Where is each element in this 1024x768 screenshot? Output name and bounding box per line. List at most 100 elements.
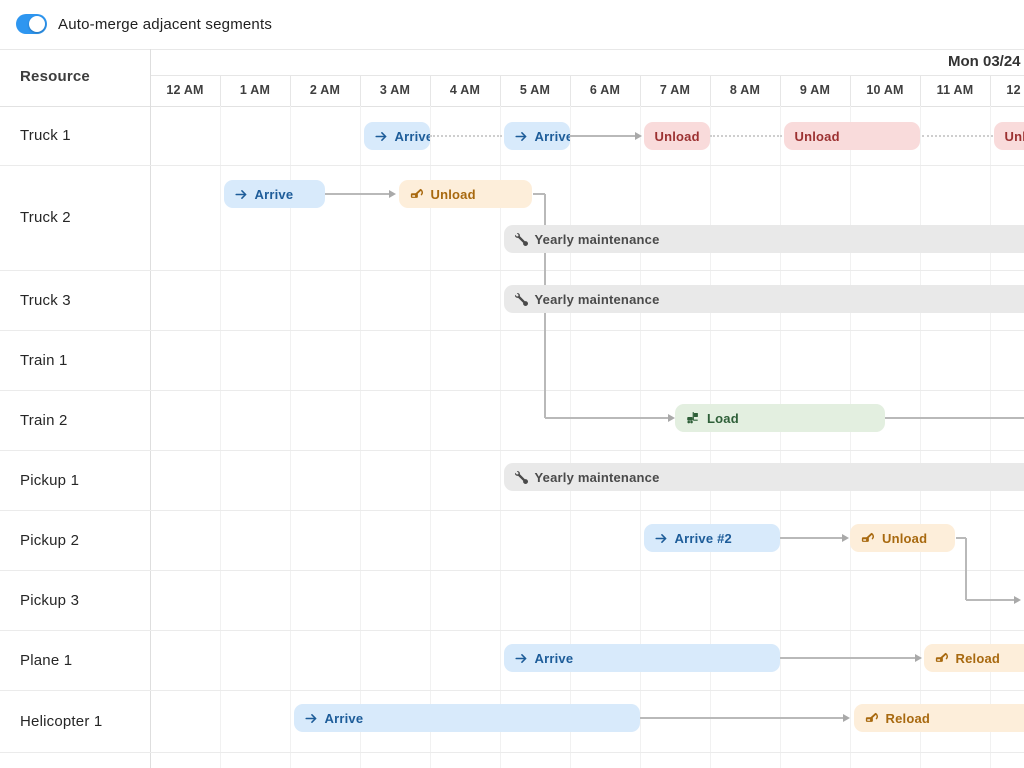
dependency-line	[965, 538, 967, 600]
event-bar-truck1-unload-seg2[interactable]: Unload	[783, 122, 920, 150]
hour-label: 2 AM	[309, 83, 341, 97]
dependency-line	[430, 135, 502, 137]
event-bar-plane1-reload[interactable]: Reload	[923, 644, 1024, 672]
hour-grid-line	[500, 106, 501, 768]
event-label: Arrive	[394, 128, 431, 144]
toolbar: Auto-merge adjacent segments	[0, 0, 1024, 48]
dependency-line	[533, 193, 545, 195]
wrench-icon	[514, 292, 528, 306]
wrench-icon	[514, 470, 528, 484]
hour-header-divider	[780, 75, 781, 106]
row-divider	[0, 165, 1024, 166]
event-bar-train2-load[interactable]: Load	[675, 404, 885, 432]
crane-icon	[935, 651, 949, 665]
resource-label: Train 2	[20, 411, 68, 429]
hour-header-divider	[220, 75, 221, 106]
event-label: Reload	[955, 650, 1001, 666]
hour-header-divider	[290, 75, 291, 106]
event-label: Arrive #2	[674, 530, 732, 546]
wrench-icon	[514, 232, 528, 246]
event-bar-helicopter1-arrive[interactable]: Arrive	[293, 704, 640, 732]
hour-label: 12 PM	[1006, 83, 1024, 97]
hour-header-divider	[990, 75, 991, 106]
event-bar-truck2-arrive[interactable]: Arrive	[223, 180, 325, 208]
event-bar-truck1-unload-seg1[interactable]: Unload	[643, 122, 710, 150]
grid-top-border	[0, 49, 1024, 50]
hour-header-divider	[430, 75, 431, 106]
forklift-icon	[686, 411, 700, 425]
crane-icon	[410, 187, 424, 201]
crane-icon	[865, 711, 879, 725]
dependency-line	[778, 657, 915, 659]
event-bar-truck3-maintenance[interactable]: Yearly maintenance	[503, 285, 1024, 313]
hour-header-divider	[570, 75, 571, 106]
event-bar-pickup1-maintenance[interactable]: Yearly maintenance	[503, 463, 1024, 491]
resource-label: Truck 1	[20, 127, 71, 144]
auto-merge-toggle-label: Auto-merge adjacent segments	[58, 15, 273, 33]
dependency-line	[922, 135, 993, 137]
arrow-right-icon	[514, 130, 528, 143]
hour-label: 7 AM	[659, 83, 691, 97]
dependency-arrow	[1014, 595, 1021, 604]
resource-label: Helicopter 1	[20, 712, 103, 730]
hour-label: 6 AM	[589, 83, 621, 97]
resource-column-divider	[150, 49, 151, 768]
hour-label: 4 AM	[449, 83, 481, 97]
hour-label: 11 AM	[936, 83, 974, 97]
event-bar-helicopter1-reload[interactable]: Reload	[853, 704, 1024, 732]
dependency-arrow	[668, 413, 675, 422]
date-header-divider	[150, 75, 1024, 76]
date-header: Mon 03/24	[948, 53, 1021, 70]
resource-label: Train 1	[20, 351, 68, 369]
hour-grid-line	[640, 106, 641, 768]
event-bar-truck1-unload-seg3[interactable]: Unload	[993, 122, 1024, 150]
event-label: Unload	[882, 530, 928, 546]
auto-merge-toggle[interactable]	[16, 14, 47, 34]
arrow-right-icon	[304, 712, 318, 725]
hour-grid-line	[920, 106, 921, 768]
hour-grid-line	[430, 106, 431, 768]
row-divider	[0, 270, 1024, 271]
dependency-line	[956, 537, 966, 539]
dependency-arrow	[915, 653, 922, 662]
event-label: Arrive	[324, 710, 364, 726]
event-bar-pickup2-arrive-2[interactable]: Arrive #2	[643, 524, 780, 552]
hour-header-divider	[920, 75, 921, 106]
hour-label: 1 AM	[239, 83, 271, 97]
hour-header-divider	[850, 75, 851, 106]
hour-label: 3 AM	[379, 83, 411, 97]
header-bottom-border	[0, 106, 1024, 107]
arrow-right-icon	[654, 532, 668, 545]
event-label: Arrive	[254, 186, 294, 202]
hour-label: 9 AM	[799, 83, 831, 97]
event-bar-truck1-arrive-seg2[interactable]: Arrive	[503, 122, 570, 150]
hour-grid-line	[360, 106, 361, 768]
hour-label: 10 AM	[866, 83, 904, 97]
hour-label: 5 AM	[519, 83, 551, 97]
row-divider	[0, 450, 1024, 451]
event-bar-plane1-arrive[interactable]: Arrive	[503, 644, 780, 672]
resource-label: Plane 1	[20, 651, 73, 669]
dependency-line	[545, 417, 668, 419]
event-label: Unload	[1004, 128, 1024, 144]
event-label: Yearly maintenance	[534, 469, 660, 485]
resource-label: Pickup 1	[20, 471, 80, 489]
event-label: Unload	[654, 128, 700, 144]
event-bar-truck1-arrive-seg1[interactable]: Arrive	[363, 122, 431, 150]
event-label: Reload	[885, 710, 931, 726]
row-divider	[0, 390, 1024, 391]
resource-label: Truck 2	[20, 209, 71, 226]
dependency-arrow	[843, 713, 850, 722]
dependency-line	[710, 135, 782, 137]
row-divider	[0, 510, 1024, 511]
hour-label: 8 AM	[729, 83, 761, 97]
event-bar-pickup2-unload[interactable]: Unload	[850, 524, 955, 552]
dependency-arrow	[389, 189, 396, 198]
hour-grid-line	[850, 106, 851, 768]
event-bar-truck2-unload[interactable]: Unload	[398, 180, 532, 208]
hour-header-divider	[640, 75, 641, 106]
event-bar-truck2-maintenance[interactable]: Yearly maintenance	[503, 225, 1024, 253]
dependency-arrow	[842, 533, 849, 542]
event-label: Yearly maintenance	[534, 291, 660, 307]
hour-grid-line	[710, 106, 711, 768]
